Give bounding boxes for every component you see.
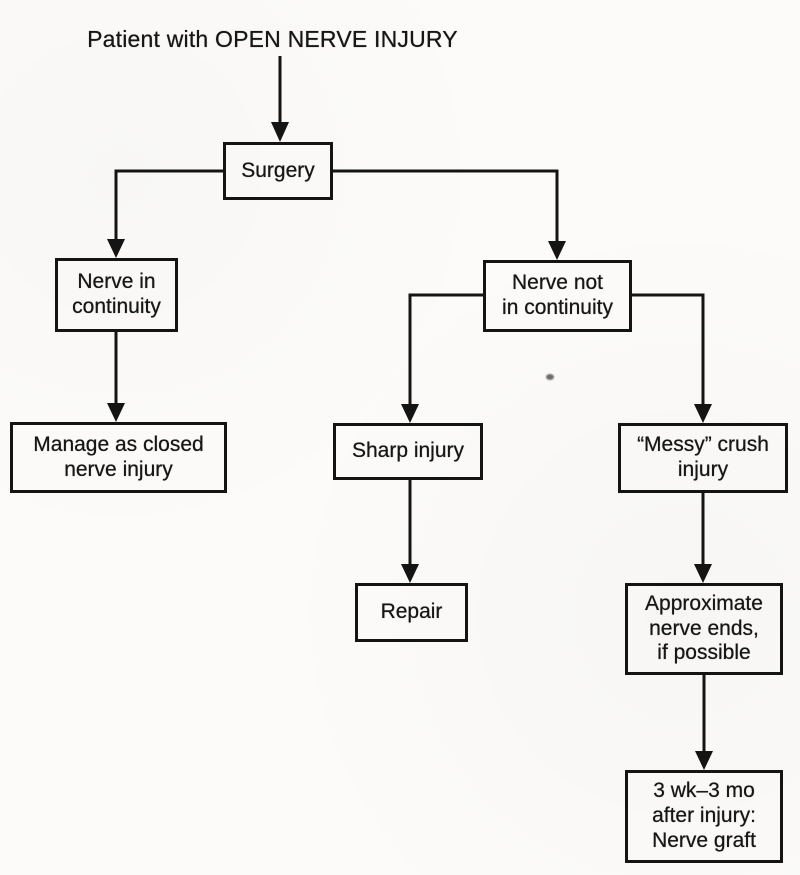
node-nerve-not-in-continuity: Nerve not in continuity [483,260,632,332]
arrowhead-nerve-not-in-continuity [548,241,566,260]
node-approximate-nerve-ends: Approximate nerve ends, if possible [625,583,783,675]
arrowhead-nerve-in-continuity [107,239,125,258]
node-messy-crush-injury: “Messy” crush injury [618,423,788,493]
connector-surgery-nerve-not-in-continuity [333,169,559,244]
node-manage-as-closed: Manage as closed nerve injury [10,422,227,493]
node-nerve-graft: 3 wk–3 mo after injury: Nerve graft [625,770,783,863]
connector-surgery-nerve-in-continuity [114,169,223,242]
arrowhead-approximate [694,564,712,583]
arrowhead-manage [107,403,125,422]
flowchart-title: Patient with OPEN NERVE INJURY [87,26,458,52]
node-sharp-injury: Sharp injury [333,423,483,480]
node-surgery: Surgery [223,142,333,200]
node-repair: Repair [355,583,468,642]
arrowhead-messy-crush [694,404,712,423]
arrowhead-surgery [271,122,289,142]
arrowhead-nerve-graft [695,751,713,770]
node-nerve-in-continuity: Nerve in continuity [55,258,178,332]
connector-notcontinuity-sharp [408,293,483,407]
arrowhead-repair [401,564,419,583]
arrowhead-sharp-injury [401,404,419,423]
connector-notcontinuity-messy [632,293,705,407]
scan-artifact-speck [546,374,554,380]
